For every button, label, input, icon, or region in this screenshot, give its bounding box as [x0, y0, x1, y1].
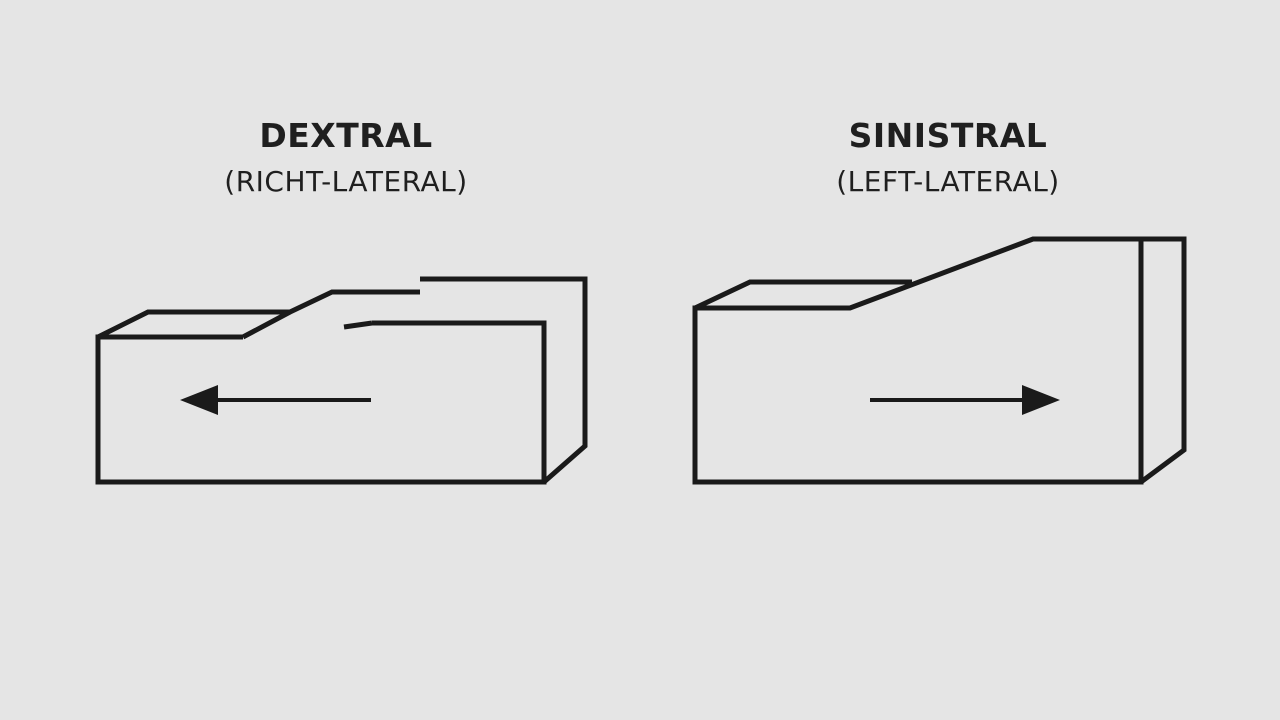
sinistral-side-face — [1139, 236, 1187, 485]
dextral-title: DEXTRAL — [259, 116, 433, 155]
dextral-front-face — [95, 320, 547, 485]
sinistral-subtitle: (LEFT-LATERAL) — [836, 165, 1060, 198]
sinistral-front-face — [692, 236, 1144, 485]
dextral-top-left — [96, 309, 292, 340]
dextral-back-block — [420, 276, 588, 484]
sinistral-block — [692, 236, 1187, 485]
sinistral-arrow-head — [1022, 385, 1060, 415]
sinistral-title: SINISTRAL — [848, 116, 1048, 155]
dextral-block — [95, 276, 588, 485]
dextral-arrow-head — [180, 385, 218, 415]
dextral-subtitle: (RICHT-LATERAL) — [224, 165, 468, 198]
dextral-front-gap-edge — [343, 320, 373, 330]
dextral-top-step — [288, 289, 420, 315]
sinistral-top-left — [693, 279, 912, 311]
sinistral-label-group: SINISTRAL (LEFT-LATERAL) — [748, 116, 1148, 198]
dextral-label-group: DEXTRAL (RICHT-LATERAL) — [146, 116, 546, 198]
